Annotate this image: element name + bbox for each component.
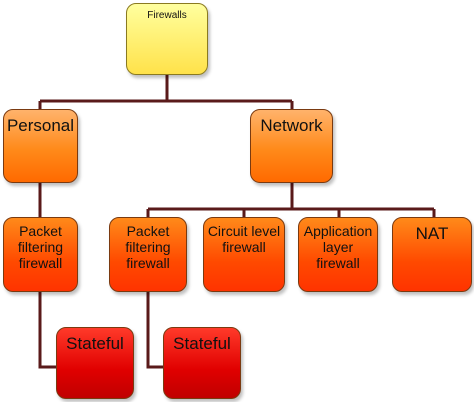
node-firewalls: Firewalls xyxy=(126,3,208,75)
edge-network-stateful xyxy=(146,292,163,369)
node-personal-label: Personal xyxy=(6,116,75,135)
node-nat: NAT xyxy=(392,217,472,292)
node-circuit-level-label: Circuit level firewall xyxy=(207,223,281,256)
node-application-layer-label: Application layer firewall xyxy=(303,223,373,272)
node-network-packet-filtering-label: Packet filtering firewall xyxy=(125,223,171,272)
node-network-packet-filtering: Packet filtering firewall xyxy=(109,217,187,292)
edge-network-level2 xyxy=(146,183,436,217)
node-personal-packet-filtering: Packet filtering firewall xyxy=(3,217,78,292)
node-personal-stateful: Stateful xyxy=(56,327,134,399)
edge-root-level1 xyxy=(38,75,294,109)
node-firewalls-label: Firewalls xyxy=(147,10,187,21)
node-personal: Personal xyxy=(3,109,78,183)
node-personal-packet-filtering-label: Packet filtering firewall xyxy=(17,223,64,272)
node-network-stateful: Stateful xyxy=(163,327,241,399)
edge-personal-stateful xyxy=(38,292,56,369)
node-nat-label: NAT xyxy=(415,224,449,243)
node-circuit-level: Circuit level firewall xyxy=(203,217,285,292)
node-network: Network xyxy=(250,109,333,183)
node-personal-stateful-label: Stateful xyxy=(66,334,124,353)
node-application-layer: Application layer firewall xyxy=(298,217,378,292)
node-network-stateful-label: Stateful xyxy=(173,334,231,353)
node-network-label: Network xyxy=(260,116,323,135)
